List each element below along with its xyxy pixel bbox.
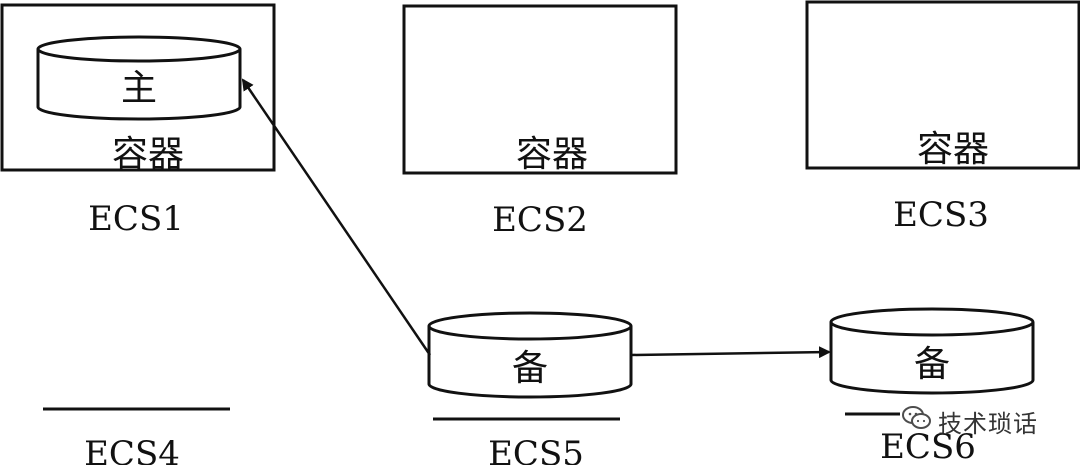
ecs5-backup-db-label: 备 [512,348,548,389]
replication-arrow-ecs5-to-ecs6 [630,346,831,359]
ecs1-master-db-top [36,35,242,63]
ecs1-master-db: 主 [36,35,242,121]
ecs2-container-label: 容器 [516,134,588,175]
ecs5-backup-db: 备 [427,311,633,399]
ecs2-container-box [402,4,678,175]
ecs4-label: ECS4 [84,434,180,465]
ecs6-backup-db: 备 [829,307,1035,395]
ecs3-container-label: 容器 [917,129,989,170]
ecs1-master-db-body [36,49,242,121]
replication-arrow-ecs5-to-ecs1 [241,78,432,356]
ecs1-container-box [0,3,276,172]
ecs3-container-box [805,0,1080,170]
watermark-text: 技术琐话 [938,410,1038,438]
ecs5-label: ECS5 [488,434,584,465]
ecs2-label: ECS2 [492,200,588,240]
ecs1-label: ECS1 [88,199,184,239]
watermark: 技术琐话 [900,400,1060,438]
ecs3-label: ECS3 [893,195,989,235]
ecs1-container-label: 容器 [112,134,184,175]
ecs5-backup-db-top [427,311,633,341]
ecs6-backup-db-body [829,322,1035,395]
wechat-icon [902,406,931,429]
ecs6-backup-db-top [829,307,1035,337]
ecs5-backup-db-body [427,326,633,399]
ecs1-master-db-label: 主 [121,68,157,109]
ecs6-label: ECS6 [880,427,976,465]
ecs6-backup-db-label: 备 [914,344,950,385]
